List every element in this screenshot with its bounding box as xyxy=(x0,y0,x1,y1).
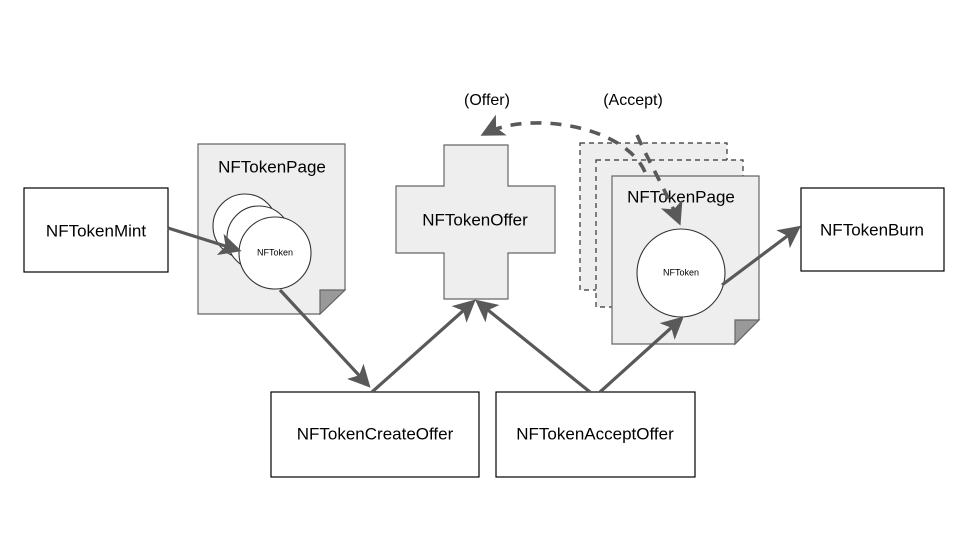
right-page-token-label: NFToken xyxy=(663,267,699,277)
nftokenacceptoffer-box[interactable] xyxy=(495,391,696,478)
node-nftokenacceptoffer[interactable]: NFTokenAcceptOffer xyxy=(495,391,696,478)
left-page-token-label: NFToken xyxy=(257,247,293,257)
edge-page-to-createoffer xyxy=(278,288,371,388)
edge-acceptoffer-to-offer xyxy=(475,299,592,394)
left-page-title: NFTokenPage xyxy=(218,157,326,176)
node-nftokencreateoffer[interactable]: NFTokenCreateOffer xyxy=(270,391,480,478)
edge-dashed-accept-into-page xyxy=(635,134,683,226)
node-left-nftokenpage[interactable]: NFTokenPage NFToken xyxy=(197,143,347,316)
nftokenburn-box[interactable] xyxy=(800,187,945,272)
node-nftokenmint[interactable]: NFTokenMint xyxy=(23,187,169,273)
right-page-fold-icon xyxy=(734,319,761,346)
left-page-fold-icon xyxy=(319,289,347,316)
nftokenmint-label: NFTokenMint xyxy=(46,221,146,240)
edge-createoffer-to-offer xyxy=(370,299,476,394)
nftokenmint-box[interactable] xyxy=(23,187,169,273)
nftokencreateoffer-label: NFTokenCreateOffer xyxy=(297,424,454,443)
nftokencreateoffer-box[interactable] xyxy=(270,391,480,478)
edge-dashed-offer-arc xyxy=(480,114,647,173)
edge-label-offer: (Offer) xyxy=(464,92,510,109)
nftokenburn-label: NFTokenBurn xyxy=(820,220,924,239)
nftokenoffer-label: NFTokenOffer xyxy=(422,210,528,229)
node-right-nftokenpage[interactable]: NFTokenPage NFTokenPage NFTokenPage NFTo… xyxy=(579,142,761,346)
edge-label-accept: (Accept) xyxy=(603,92,663,109)
nftokenoffer-cross[interactable] xyxy=(395,144,556,300)
node-nftokenoffer[interactable]: NFTokenOffer xyxy=(395,144,556,300)
right-page-title: NFTokenPage xyxy=(627,187,735,206)
edge-page-to-burn xyxy=(721,225,801,287)
nftokenacceptoffer-label: NFTokenAcceptOffer xyxy=(516,424,674,443)
edge-acceptoffer-to-page xyxy=(598,316,684,394)
node-nftokenburn[interactable]: NFTokenBurn xyxy=(800,187,945,272)
edge-mint-to-page xyxy=(167,226,242,256)
